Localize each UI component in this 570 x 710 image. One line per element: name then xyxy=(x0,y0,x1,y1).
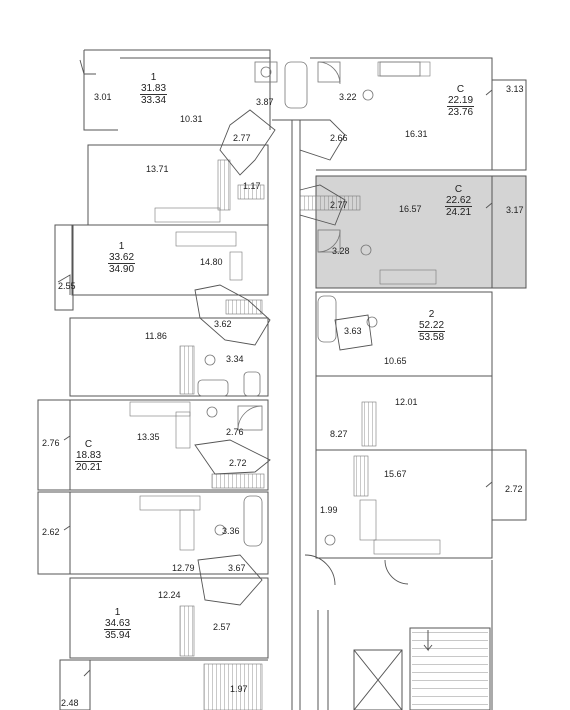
kitchen-units xyxy=(129,61,441,710)
apartment-total-area: 53.58 xyxy=(419,332,445,343)
apartment-type: C xyxy=(456,84,465,95)
room-area: 1.17 xyxy=(243,181,261,191)
room-area: 2.57 xyxy=(213,622,231,632)
room-area: 2.48 xyxy=(61,698,79,708)
room-area: 3.87 xyxy=(256,97,274,107)
apartment-type: 2 xyxy=(428,309,435,320)
sink-icon xyxy=(260,66,272,78)
room-area: 3.63 xyxy=(344,326,362,336)
apartment-label-5[interactable]: 2 52.22 53.58 xyxy=(418,309,446,343)
bathtub-icon xyxy=(243,495,263,547)
shower-icon xyxy=(317,229,341,253)
room-area: 3.28 xyxy=(332,246,350,256)
room-area: 3.67 xyxy=(228,563,246,573)
toilet-icon xyxy=(206,406,218,418)
room-area: 12.01 xyxy=(395,397,418,407)
apartment-label-2[interactable]: C 22.19 23.76 xyxy=(447,84,475,118)
room-area: 2.66 xyxy=(330,133,348,143)
room-area: 13.71 xyxy=(146,164,169,174)
apartment-living-area: 34.63 xyxy=(104,618,132,630)
bathtub-icon xyxy=(317,295,337,343)
room-area: 1.99 xyxy=(320,505,338,515)
room-area: 13.35 xyxy=(137,432,160,442)
highlighted-apartment[interactable] xyxy=(316,176,526,288)
room-area: 2.76 xyxy=(42,438,60,448)
bathtub-icon xyxy=(284,61,308,109)
apartment-living-area: 31.83 xyxy=(140,83,168,95)
room-area: 16.31 xyxy=(405,129,428,139)
apartment-living-area: 22.62 xyxy=(445,195,473,207)
sink-icon xyxy=(360,244,372,256)
toilet-icon xyxy=(204,354,216,366)
room-area: 16.57 xyxy=(399,204,422,214)
shower-icon xyxy=(317,61,341,85)
room-area: 2.62 xyxy=(42,527,60,537)
room-area: 3.17 xyxy=(506,205,524,215)
room-area: 12.24 xyxy=(158,590,181,600)
apartment-label-1[interactable]: 1 31.83 33.34 xyxy=(140,72,168,106)
shower-icon xyxy=(237,405,263,431)
door-swing xyxy=(304,554,336,586)
apartment-label-3[interactable]: C 22.62 24.21 xyxy=(445,184,473,218)
toilet-icon xyxy=(324,534,336,546)
apartment-type: 1 xyxy=(118,241,125,252)
room-area: 12.79 xyxy=(172,563,195,573)
apartment-total-area: 24.21 xyxy=(446,207,472,218)
staircase xyxy=(412,630,488,710)
bathtub-icon xyxy=(243,371,261,397)
room-area: 10.65 xyxy=(384,356,407,366)
entry-hall-1 xyxy=(219,109,276,176)
apartment-label-7[interactable]: 1 34.63 35.94 xyxy=(104,607,132,641)
apartment-living-area: 52.22 xyxy=(418,320,446,332)
apartment-type: C xyxy=(84,439,93,450)
apartment-type: 1 xyxy=(150,72,157,83)
room-area: 1.97 xyxy=(230,684,248,694)
room-area: 2.72 xyxy=(505,484,523,494)
apartment-total-area: 35.94 xyxy=(105,630,131,641)
apartment-living-area: 18.83 xyxy=(75,450,103,462)
room-area: 8.27 xyxy=(330,429,348,439)
room-area: 2.77 xyxy=(330,200,348,210)
apartment-living-area: 22.19 xyxy=(447,95,475,107)
room-area: 3.62 xyxy=(214,319,232,329)
room-area: 2.77 xyxy=(233,133,251,143)
apartment-type: 1 xyxy=(114,607,121,618)
room-area: 15.67 xyxy=(384,469,407,479)
room-area: 3.13 xyxy=(506,84,524,94)
sink-icon xyxy=(214,524,226,536)
apartment-type: C xyxy=(454,184,463,195)
room-area: 11.86 xyxy=(145,331,167,341)
apartment-total-area: 33.34 xyxy=(141,95,167,106)
room-area: 2.55 xyxy=(58,281,76,291)
room-area: 14.80 xyxy=(200,257,223,267)
room-area: 3.01 xyxy=(94,92,112,102)
room-area: 3.22 xyxy=(339,92,357,102)
apartment-label-6[interactable]: C 18.83 20.21 xyxy=(75,439,103,473)
room-area: 10.31 xyxy=(180,114,203,124)
room-area: 3.34 xyxy=(226,354,244,364)
apartment-total-area: 20.21 xyxy=(76,462,102,473)
room-area: 2.76 xyxy=(226,427,244,437)
apartment-total-area: 23.76 xyxy=(448,107,474,118)
room-area: 3.36 xyxy=(222,526,240,536)
apartment-living-area: 33.62 xyxy=(108,252,136,264)
apartment-label-4[interactable]: 1 33.62 34.90 xyxy=(108,241,136,275)
apartment-total-area: 34.90 xyxy=(109,264,135,275)
toilet-icon xyxy=(366,316,378,328)
room-area: 2.72 xyxy=(229,458,247,468)
